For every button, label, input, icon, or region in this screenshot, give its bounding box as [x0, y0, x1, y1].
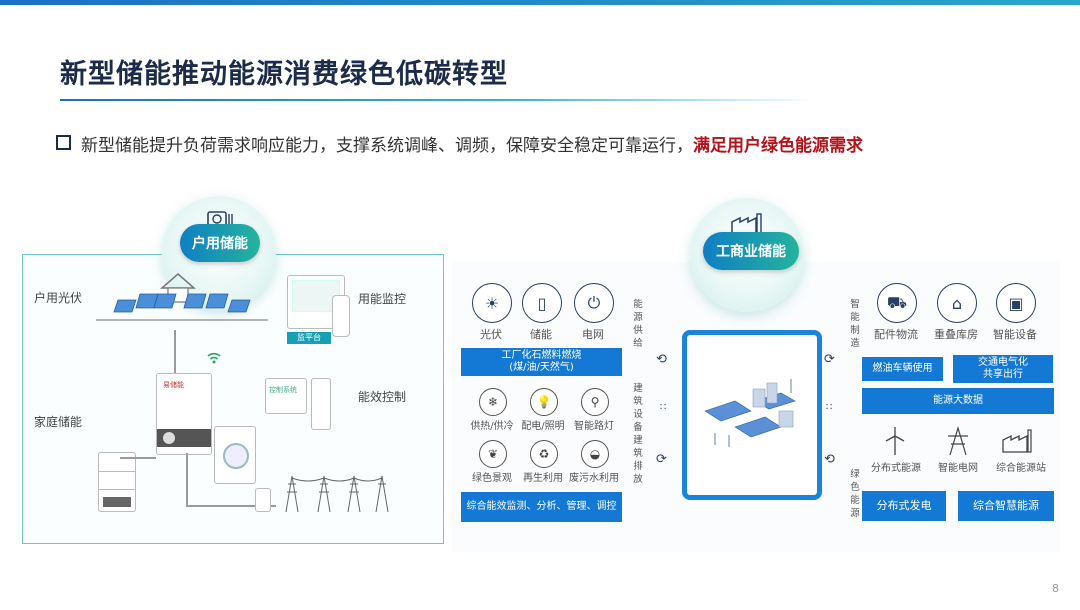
control-screen: 控制系统 — [265, 378, 307, 414]
lightbulb-icon: 💡 — [530, 388, 558, 416]
leaf-icon: ❦ — [479, 440, 507, 468]
bullet-square-icon — [56, 135, 71, 150]
bullet-highlight: 满足用户绿色能源需求 — [693, 136, 863, 156]
left-icon-label-1: 储能 — [530, 328, 552, 341]
truck-icon: ⛟ — [877, 283, 917, 323]
commercial-badge: 工商业储能 — [703, 232, 799, 270]
inverter-unit: 易储能 — [156, 373, 212, 455]
grid-label-0: 供热/供冷 — [470, 421, 514, 432]
water-icon: ◒ — [581, 440, 609, 468]
smart-energy-bar: 综合智慧能源 — [958, 491, 1054, 521]
top-accent-line — [0, 0, 1080, 5]
grid-label-5: 废污水利用 — [569, 473, 619, 484]
side-label-building-equipment: 建筑设备 — [633, 383, 643, 433]
industrial-park-card — [682, 330, 822, 500]
monitor-platform-tag: 监平台 — [287, 332, 331, 344]
right-icon-label-1: 重叠库房 — [934, 328, 978, 341]
dots-icon: ∷ — [826, 402, 833, 413]
recycle-icon: ♻ — [530, 440, 558, 468]
right-mid-label-2: 综合能源站 — [996, 463, 1046, 474]
power-tower-icon — [948, 426, 968, 456]
charger-unit — [255, 488, 271, 512]
grid-label-4: 再生利用 — [523, 473, 563, 484]
transmission-towers-icon — [285, 475, 389, 513]
power-plug-icon: ⏻ — [574, 283, 614, 323]
washing-machine — [214, 426, 256, 484]
arrow-icon: ⟳ — [824, 352, 835, 367]
brand-text: 易储能 — [163, 381, 184, 389]
energy-management-bar: 综合能效监测、分析、管理、调控 — [461, 492, 622, 522]
title-underline — [60, 99, 818, 101]
phone-device — [332, 295, 350, 337]
machine-icon: ▣ — [996, 283, 1036, 323]
right-mid-label-0: 分布式能源 — [871, 463, 921, 474]
left-icon-label-2: 电网 — [582, 328, 604, 341]
fossil-fuel-bar: 工厂化石燃料燃烧 (煤/油/天然气) — [461, 348, 622, 376]
bullet-point: 新型储能提升负荷需求响应能力，支撑系统调峰、调频，保障安全稳定可靠运行，满足用户… — [56, 131, 863, 156]
fan-icon: ❄ — [479, 388, 507, 416]
battery-icon: ▯ — [522, 283, 562, 323]
right-mid-label-1: 智能电网 — [938, 463, 978, 474]
rooftop-solar-array — [96, 273, 268, 321]
electrification-bar: 交通电气化 共享出行 — [953, 355, 1053, 383]
side-label-smart-manufacturing: 智能制造 — [850, 299, 860, 349]
grid-label-1: 配电/照明 — [521, 421, 565, 432]
factory-icon — [1002, 429, 1032, 453]
arrow-icon: ⟲ — [824, 452, 835, 467]
arrow-icon: ⟳ — [656, 452, 667, 467]
home-storage-label: 家庭储能 — [34, 415, 83, 429]
warehouse-icon: ⌂ — [937, 283, 977, 323]
page-number: 8 — [1052, 582, 1059, 595]
side-label-green-energy: 绿色能源 — [850, 469, 860, 519]
pv-label: 户用光伏 — [34, 291, 83, 305]
street-lamp-icon: ⚲ — [581, 388, 609, 416]
monitor-label: 用能监控 — [358, 292, 407, 306]
side-label-building-emission: 建筑排放 — [633, 435, 643, 485]
bullet-text: 新型储能提升负荷需求响应能力，支撑系统调峰、调频，保障安全稳定可靠运行， — [81, 136, 693, 156]
energy-big-data-bar: 能源大数据 — [862, 388, 1054, 414]
wind-turbine-icon — [885, 427, 905, 455]
control-cabinet — [311, 378, 331, 430]
grid-label-2: 智能路灯 — [574, 421, 614, 432]
arrow-icon: ⟲ — [656, 352, 667, 367]
right-icon-label-2: 智能设备 — [993, 328, 1037, 341]
slide-title: 新型储能推动能源消费绿色低碳转型 — [60, 59, 508, 90]
residential-badge: 户用储能 — [180, 224, 260, 262]
left-icon-label-0: 光伏 — [480, 328, 502, 341]
dots-icon: ∷ — [660, 402, 668, 413]
solar-panel-icon: ☀ — [472, 283, 512, 323]
home-battery-stack — [98, 452, 136, 512]
industrial-park-illustration — [704, 379, 796, 447]
efficiency-label: 能效控制 — [358, 390, 407, 404]
grid-label-3: 绿色景观 — [472, 473, 512, 484]
right-icon-label-0: 配件物流 — [874, 328, 918, 341]
fuel-vehicle-bar: 燃油车辆使用 — [862, 357, 943, 381]
side-label-supply: 能源供给 — [633, 299, 643, 349]
distributed-generation-bar: 分布式发电 — [862, 491, 946, 521]
wifi-icon — [207, 352, 221, 364]
